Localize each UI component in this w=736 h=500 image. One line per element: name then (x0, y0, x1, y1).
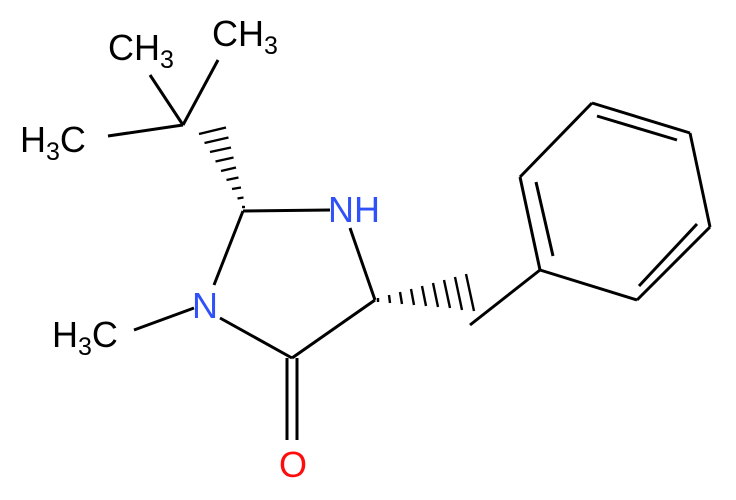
bond-tbu-methyl-left (107, 123, 184, 138)
bond-n3-methyl (133, 306, 195, 332)
hashed-wedge-c2-tbu (198, 126, 245, 209)
bond-ch2-phenyl (469, 268, 541, 327)
label-nh: NH (328, 189, 380, 230)
label-methyl-top-right: CH3 (212, 13, 278, 60)
label-carbonyl-oxygen: O (279, 444, 307, 485)
phenyl-ring (518, 101, 712, 302)
label-methyl-left: H3C (20, 119, 86, 166)
svg-text:H3C: H3C (52, 314, 118, 361)
hashed-wedge-c5-ch2 (376, 273, 476, 312)
bond-c4-n3 (219, 316, 293, 360)
bond-tbu-methyl-top-left (148, 74, 185, 126)
svg-text:H3C: H3C (20, 119, 86, 166)
svg-text:CH3: CH3 (212, 13, 278, 60)
label-n-methyl: N (192, 285, 218, 326)
bond-c5-c4 (291, 298, 376, 360)
bond-tbu-methyl-top-right (181, 59, 220, 126)
bond-n3-c2 (212, 210, 245, 286)
bond-n1-c5 (348, 227, 377, 301)
label-methyl-top-left: CH3 (108, 27, 174, 74)
bond-c2-n1 (242, 208, 331, 213)
label-methyl-on-n: H3C (52, 314, 118, 361)
svg-text:CH3: CH3 (108, 27, 174, 74)
